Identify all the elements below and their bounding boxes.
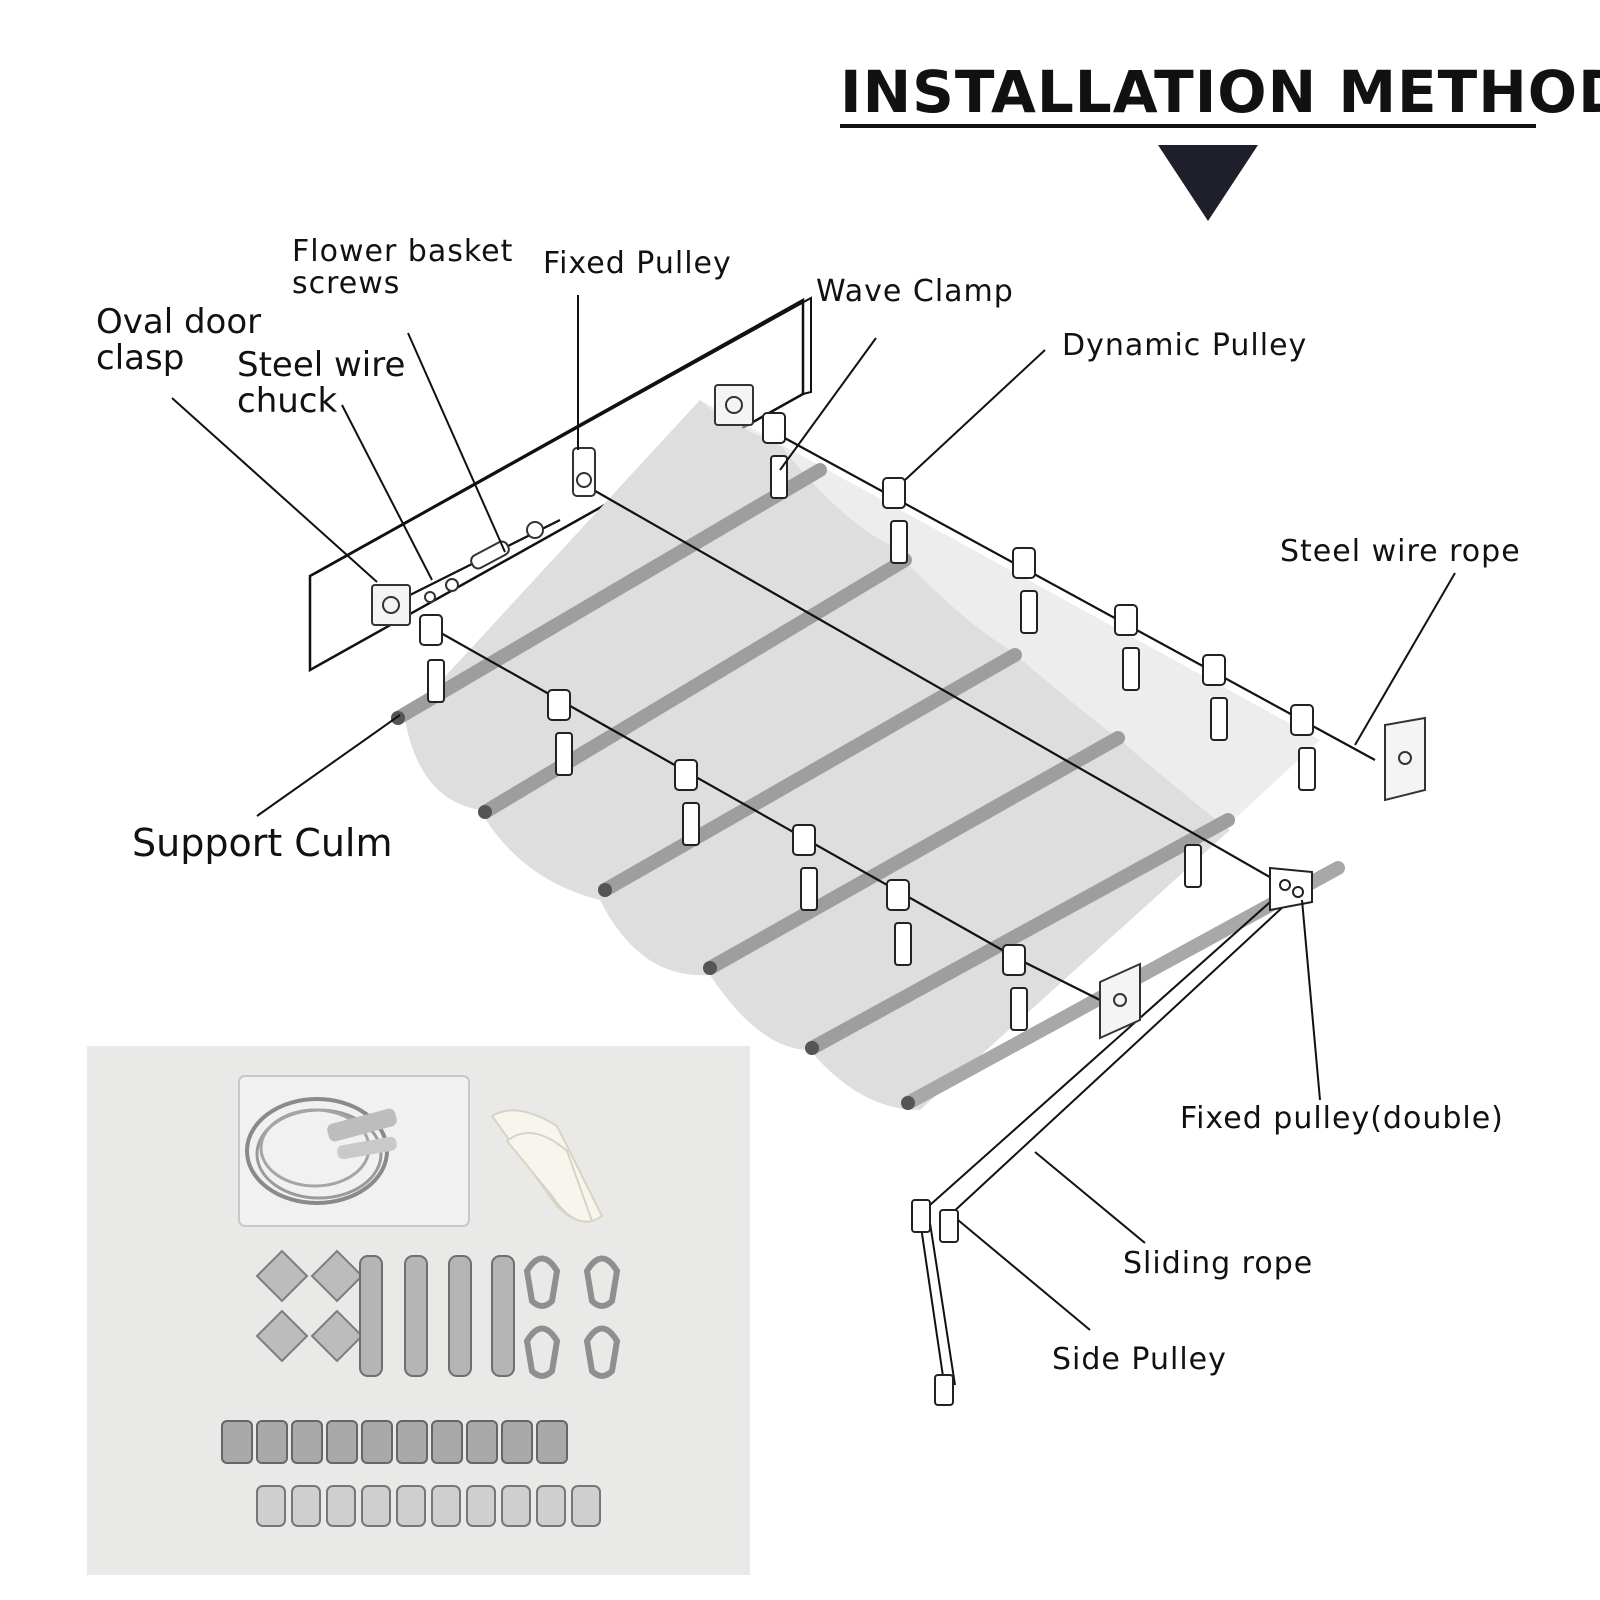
pulleys-image bbox=[256, 1485, 601, 1527]
turnbuckle-icon bbox=[424, 521, 544, 603]
page-title: INSTALLATION METHOD bbox=[840, 58, 1600, 126]
fixed-pulley-double-icon bbox=[1269, 866, 1313, 912]
label-fixed-pulley: Fixed Pulley bbox=[543, 246, 732, 281]
title-underline bbox=[840, 124, 1536, 128]
plate-icon bbox=[371, 384, 1426, 1040]
leader-lines bbox=[171, 295, 1456, 1331]
turnbuckles-image bbox=[359, 1255, 515, 1377]
pad-eye-plates-image bbox=[255, 1249, 364, 1363]
carabiners-image bbox=[523, 1255, 621, 1379]
sliding-rope bbox=[919, 894, 1286, 1391]
dynamic-pulleys bbox=[419, 412, 1316, 1031]
wave-clamps-image bbox=[221, 1420, 568, 1464]
label-flower-basket-screws: Flower basket screws bbox=[292, 234, 514, 301]
label-oval-door-clasp: Oval door clasp bbox=[96, 302, 262, 378]
strap-image bbox=[490, 1109, 604, 1223]
label-steel-wire-chuck: Steel wire chuck bbox=[237, 345, 406, 421]
fixed-pulley-icon bbox=[572, 447, 596, 497]
wire-bag-image bbox=[238, 1075, 470, 1227]
label-side-pulley: Side Pulley bbox=[1052, 1342, 1227, 1377]
rod-ends bbox=[391, 711, 915, 1110]
label-fixed-pulley-double: Fixed pulley(double) bbox=[1180, 1101, 1504, 1136]
down-arrow-icon bbox=[1158, 145, 1258, 221]
label-support-culm: Support Culm bbox=[132, 821, 393, 865]
label-sliding-rope: Sliding rope bbox=[1123, 1246, 1314, 1281]
steel-wire-ropes bbox=[409, 429, 1376, 1011]
label-dynamic-pulley: Dynamic Pulley bbox=[1062, 328, 1308, 363]
hardware-kit-photo bbox=[87, 1046, 750, 1575]
label-wave-clamp: Wave Clamp bbox=[816, 274, 1014, 309]
label-steel-wire-rope: Steel wire rope bbox=[1280, 534, 1521, 569]
wall-board bbox=[308, 296, 812, 673]
side-pulley-icon bbox=[911, 1199, 959, 1406]
